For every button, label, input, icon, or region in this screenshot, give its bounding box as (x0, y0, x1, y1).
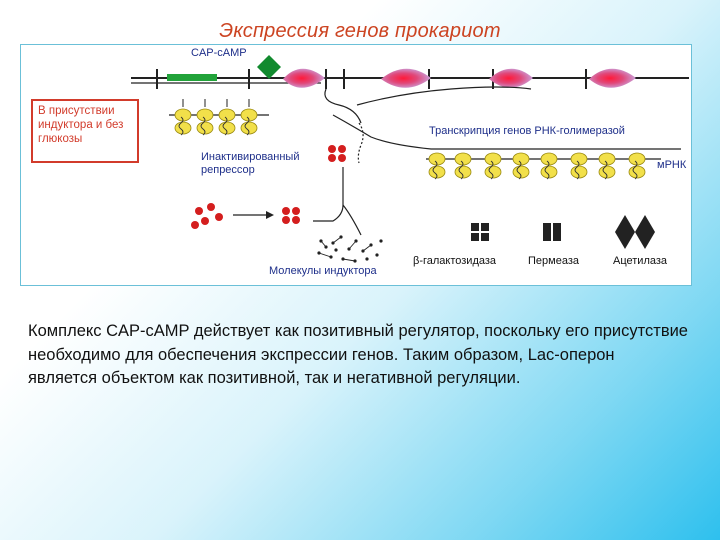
cap-bar (167, 74, 217, 81)
slide-title: Экспрессия генов прокариот (219, 20, 501, 42)
permease-shape (543, 223, 561, 241)
product-beta-galactosidase: β-галактозидаза (413, 255, 497, 267)
product-permease: Пермеаза (528, 255, 579, 267)
inducer-molecules-label: Молекулы индуктора (269, 265, 377, 277)
lac-operon-diagram: В присутствии индуктора и без глюкозы CA… (20, 44, 692, 286)
mrna-transcripts (324, 86, 681, 164)
rna-polymerase-3 (489, 68, 533, 88)
arrow-assembly-head (266, 211, 274, 219)
acetylase-shape (615, 215, 655, 249)
condition-box: В присутствии индуктора и без глюкозы (31, 99, 139, 163)
cap-camp-label: CAP-cAMP (191, 47, 247, 59)
mrna-ribosomes (428, 152, 646, 180)
rna-polymerase-4 (589, 68, 636, 88)
explanation-paragraph: Комплекс CAP-cAMP действует как позитивн… (28, 322, 688, 387)
inactivated-repressor-tetramer (282, 207, 300, 224)
repressor-subunits (191, 203, 223, 229)
inducer-molecules (317, 235, 383, 263)
rna-polymerase-2 (381, 68, 431, 88)
inducer-binding-path (313, 167, 362, 236)
transcription-label: Транскрипция генов РНК-голимеразой (429, 125, 625, 137)
rna-polymerase-1 (283, 68, 325, 88)
diagram-graphics (131, 55, 689, 263)
repressor-ribosomes (174, 99, 258, 136)
beta-galactosidase-shape (471, 223, 489, 241)
mrna-label: мРНК (657, 159, 687, 171)
cap-camp-diamond (257, 55, 281, 79)
inactivated-repressor-label: Инактивированный репрессор (201, 151, 300, 176)
product-acetylase: Ацетилаза (613, 255, 668, 267)
